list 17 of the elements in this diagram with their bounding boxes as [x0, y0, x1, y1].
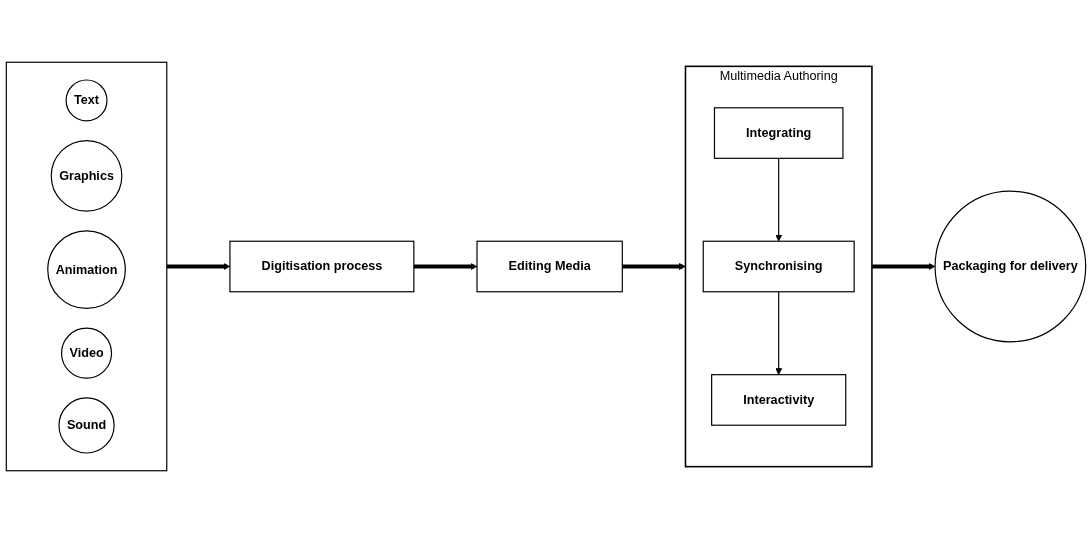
node-circle: Packaging for delivery — [934, 190, 1087, 343]
cluster — [5, 61, 168, 472]
arrow — [413, 263, 478, 270]
arrow — [622, 263, 686, 270]
node-box: Digitisation process — [229, 240, 415, 293]
arrow — [775, 157, 783, 242]
node-box: Integrating — [713, 107, 844, 159]
node-circle: Text — [65, 79, 108, 122]
arrow — [871, 263, 936, 270]
arrow — [775, 291, 783, 375]
node-box: Editing Media — [476, 240, 623, 293]
node-circle: Graphics — [50, 140, 123, 212]
node-box: Synchronising — [702, 240, 855, 293]
node-circle: Video — [60, 327, 113, 379]
node-circle: Sound — [58, 397, 115, 454]
node-circle: Animation — [47, 230, 126, 310]
node-box: Interactivity — [711, 374, 847, 426]
